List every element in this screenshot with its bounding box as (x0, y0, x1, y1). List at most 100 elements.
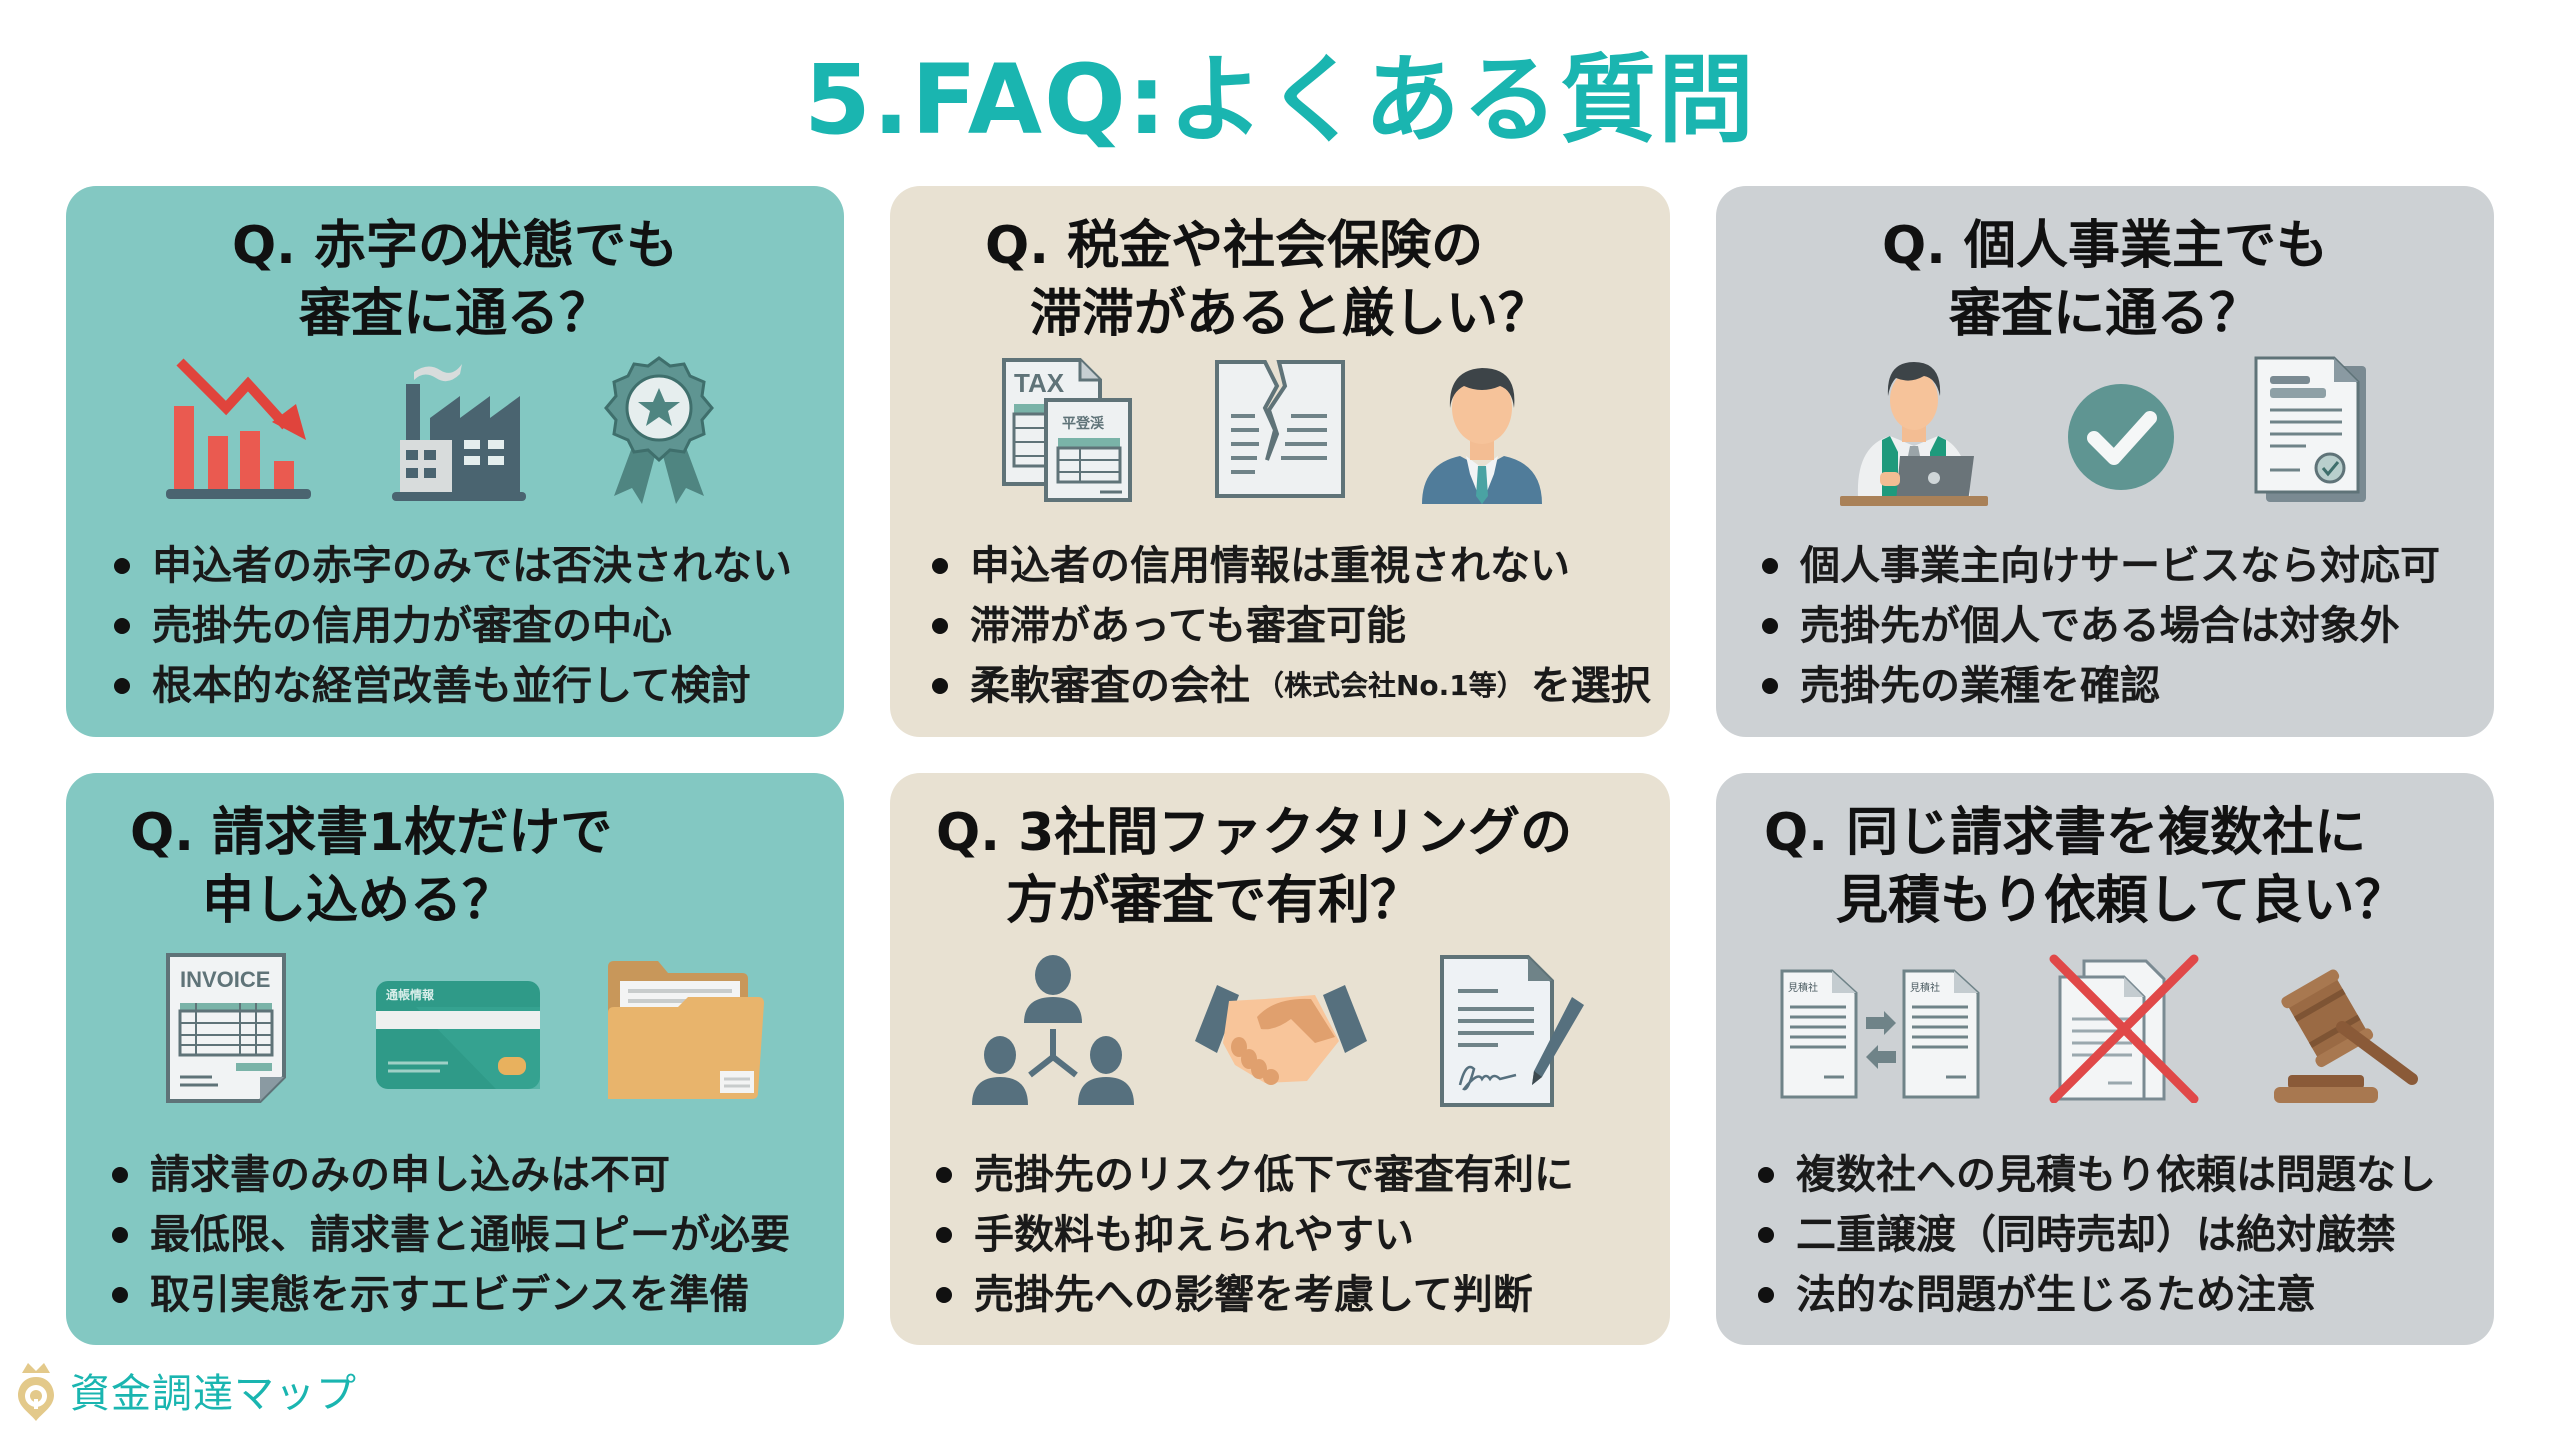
question-line-2: 審査に通る？ (298, 284, 611, 344)
answer-item: 売掛先が個人である場合は対象外 (1762, 596, 2484, 656)
answer-list: 申込者の信用情報は重視されない 滞滞があっても審査可能 柔軟審査の会社（株式会社… (932, 536, 1660, 716)
svg-text:見積社: 見積社 (1788, 981, 1818, 994)
answer-item: 取引実態を示すエビデンスを準備 (112, 1265, 834, 1325)
faq-card-single-invoice: Q. 請求書1枚だけで 申し込める？ INVOICE (66, 773, 844, 1345)
svg-text:平登渓: 平登渓 (1062, 415, 1105, 432)
invoice-icon: INVOICE (166, 953, 290, 1103)
factory-icon (392, 356, 532, 501)
question-line-1: Q. 税金や社会保険の (985, 216, 1484, 276)
svg-text:通帳情報: 通帳情報 (386, 987, 435, 1002)
question-line-2: 見積もり依頼して良い？ (1836, 871, 2407, 931)
handshake-icon (1195, 977, 1367, 1085)
answer-item: 申込者の信用情報は重視されない (932, 536, 1660, 596)
icon-row: 見積社 見積社 (1716, 953, 2494, 1123)
answer-item: 最低限、請求書と通帳コピーが必要 (112, 1205, 834, 1265)
brand-name: 資金調達マップ (70, 1371, 357, 1417)
answer-item: 柔軟審査の会社（株式会社No.1等）を選択 (932, 656, 1660, 716)
faq-question: Q. 税金や社会保険の 滞滞があると厳しい？ (985, 212, 1670, 348)
question-line-1: Q. 赤字の状態でも (231, 216, 679, 276)
gavel-icon (2270, 969, 2420, 1105)
answer-item: 請求書のみの申し込みは不可 (112, 1145, 834, 1205)
bullet-icon (932, 558, 948, 574)
torn-document-icon (1215, 360, 1345, 500)
award-badge-icon (604, 356, 714, 504)
prohibited-duplicate-icon (2048, 953, 2200, 1103)
faq-card-multiple-quotes: Q. 同じ請求書を複数社に 見積もり依頼して良い？ 見積社 見積社 (1716, 773, 2494, 1345)
faq-card-tax-arrears: Q. 税金や社会保険の 滞滞があると厳しい？ TAX 平登渓 (890, 186, 1670, 737)
question-line-2: 滞滞があると厳しい？ (1030, 284, 1551, 344)
bullet-icon (936, 1287, 952, 1303)
sole-proprietor-laptop-icon (1840, 356, 1988, 506)
bullet-icon (1762, 618, 1778, 634)
icon-row (1716, 356, 2494, 526)
bullet-icon (112, 1287, 128, 1303)
question-line-1: Q. 同じ請求書を複数社に (1764, 803, 2367, 863)
bullet-icon (1758, 1227, 1774, 1243)
svg-text:INVOICE: INVOICE (180, 967, 270, 992)
faq-card-sole-proprietor: Q. 個人事業主でも 審査に通る？ (1716, 186, 2494, 737)
answer-item: 複数社への見積もり依頼は問題なし (1758, 1145, 2484, 1205)
brand-logo[interactable]: 資金調達マップ (14, 1359, 357, 1421)
answer-item: 二重譲渡（同時売却）は絶対厳禁 (1758, 1205, 2484, 1265)
bullet-icon (112, 1167, 128, 1183)
svg-text:TAX: TAX (1014, 368, 1065, 398)
signed-contract-icon (1438, 953, 1588, 1109)
question-line-2: 方が審査で有利？ (1006, 871, 1423, 931)
answer-item: 売掛先のリスク低下で審査有利に (936, 1145, 1660, 1205)
answer-item: 申込者の赤字のみでは否決されない (114, 536, 834, 596)
faq-question: Q. 同じ請求書を複数社に 見積もり依頼して良い？ (1764, 799, 2494, 935)
answer-list: 売掛先のリスク低下で審査有利に 手数料も抑えられやすい 売掛先への影響を考慮して… (936, 1145, 1660, 1325)
svg-text:見積社: 見積社 (1910, 981, 1940, 994)
certified-document-icon (2254, 356, 2366, 504)
answer-list: 申込者の赤字のみでは否決されない 売掛先の信用力が審査の中心 根本的な経営改善も… (114, 536, 834, 716)
answer-item: 売掛先への影響を考慮して判断 (936, 1265, 1660, 1325)
bullet-icon (1758, 1287, 1774, 1303)
icon-row (890, 953, 1670, 1123)
page-title: 5.FAQ:よくある質問 (803, 44, 1757, 156)
bullet-icon (936, 1227, 952, 1243)
faq-question: Q. 個人事業主でも 審査に通る？ (1716, 212, 2494, 348)
declining-bar-chart-icon (166, 356, 316, 501)
answer-item: 売掛先の信用力が審査の中心 (114, 596, 834, 656)
answer-list: 個人事業主向けサービスなら対応可 売掛先が個人である場合は対象外 売掛先の業種を… (1762, 536, 2484, 716)
bullet-icon (932, 618, 948, 634)
faq-card-three-party: Q. 3社間ファクタリングの 方が審査で有利？ (890, 773, 1670, 1345)
bullet-icon (936, 1167, 952, 1183)
question-line-1: Q. 請求書1枚だけで (130, 803, 613, 863)
faq-question: Q. 3社間ファクタリングの 方が審査で有利？ (936, 799, 1670, 935)
icon-row: TAX 平登渓 (890, 356, 1670, 526)
bullet-icon (1762, 678, 1778, 694)
icon-row (66, 356, 844, 526)
bullet-icon (1758, 1167, 1774, 1183)
answer-item: 売掛先の業種を確認 (1762, 656, 2484, 716)
answer-item: 個人事業主向けサービスなら対応可 (1762, 536, 2484, 596)
faq-question: Q. 赤字の状態でも 審査に通る？ (66, 212, 844, 348)
bullet-icon (114, 678, 130, 694)
bullet-icon (114, 558, 130, 574)
checkmark-circle-icon (2066, 382, 2176, 492)
question-line-1: Q. 3社間ファクタリングの (936, 803, 1573, 863)
crown-pin-logo-icon (14, 1359, 58, 1421)
answer-item: 根本的な経営改善も並行して検討 (114, 656, 834, 716)
three-party-network-icon (968, 953, 1138, 1109)
bullet-icon (112, 1227, 128, 1243)
bullet-icon (1762, 558, 1778, 574)
tax-document-icon: TAX 平登渓 (1000, 356, 1140, 504)
question-line-2: 審査に通る？ (1948, 284, 2261, 344)
businessman-icon (1420, 356, 1544, 504)
answer-item: 法的な問題が生じるため注意 (1758, 1265, 2484, 1325)
icon-row: INVOICE 通帳情報 (66, 953, 844, 1123)
answer-list: 請求書のみの申し込みは不可 最低限、請求書と通帳コピーが必要 取引実態を示すエビ… (112, 1145, 834, 1325)
bullet-icon (114, 618, 130, 634)
folder-icon (606, 959, 766, 1101)
bullet-icon (932, 678, 948, 694)
answer-item: 手数料も抑えられやすい (936, 1205, 1660, 1265)
faq-question: Q. 請求書1枚だけで 申し込める？ (130, 799, 844, 935)
faq-card-deficit: Q. 赤字の状態でも 審査に通る？ (66, 186, 844, 737)
question-line-1: Q. 個人事業主でも (1881, 216, 2329, 276)
question-line-2: 申し込める？ (202, 871, 515, 931)
document-exchange-icon: 見積社 見積社 (1780, 969, 1980, 1099)
answer-item: 滞滞があっても審査可能 (932, 596, 1660, 656)
answer-list: 複数社への見積もり依頼は問題なし 二重譲渡（同時売却）は絶対厳禁 法的な問題が生… (1758, 1145, 2484, 1325)
bankbook-card-icon: 通帳情報 (376, 981, 540, 1089)
